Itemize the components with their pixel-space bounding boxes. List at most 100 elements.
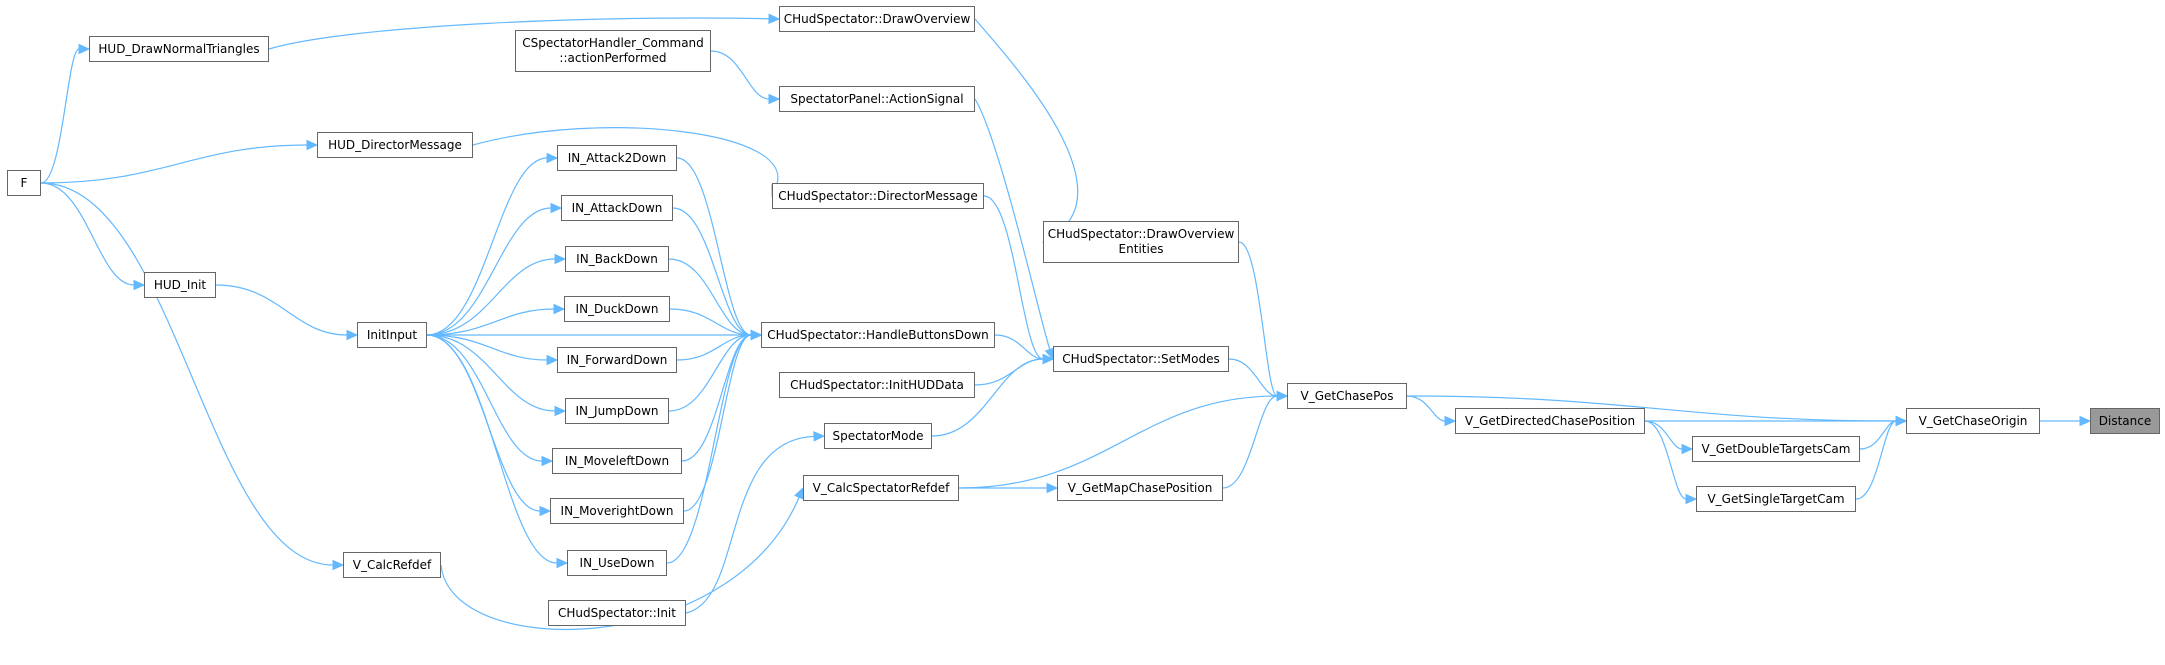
node-chudspectator-drawoverview[interactable]: CHudSpectator::DrawOverview	[779, 6, 975, 32]
node-hud-drawnormaltriangles[interactable]: HUD_DrawNormalTriangles	[89, 36, 269, 62]
edge-chudspectator-inithuddata-to-chudspectator-setmodes	[974, 358, 1044, 386]
edge-in-backdown-to-chudspectator-handlebuttonsdown	[668, 258, 752, 336]
node-label: InitInput	[366, 327, 418, 342]
node-label: CHudSpectator::DrawOverview	[783, 11, 971, 26]
node-label: CHudSpectator::DrawOverview	[1047, 227, 1235, 241]
edge-arrowhead	[1685, 493, 1698, 505]
node-label: IN_UseDown	[579, 555, 655, 570]
edge-in-attackdown-to-chudspectator-handlebuttonsdown	[672, 207, 752, 336]
node-label: V_CalcRefdef	[352, 557, 432, 572]
edge-chudspectator-setmodes-to-v-getchasepos	[1228, 358, 1278, 397]
node-v-calcrefdef[interactable]: V_CalcRefdef	[343, 552, 441, 578]
node-label: V_CalcSpectatorRefdef	[812, 480, 950, 495]
edge-initinput-to-in-attackdown	[426, 207, 552, 336]
edge-in-usedown-to-chudspectator-handlebuttonsdown	[666, 334, 752, 564]
node-v-getdirectedchaseposition[interactable]: V_GetDirectedChasePosition	[1455, 408, 1645, 434]
edge-initinput-to-in-jumpdown	[426, 334, 556, 412]
edge-in-forwarddown-to-chudspectator-handlebuttonsdown	[676, 334, 752, 361]
node-in-attackdown[interactable]: IN_AttackDown	[561, 195, 673, 221]
node-in-moveleftdown[interactable]: IN_MoveleftDown	[552, 448, 682, 474]
node-in-backdown[interactable]: IN_BackDown	[565, 246, 669, 272]
node-v-getsingletargetcam[interactable]: V_GetSingleTargetCam	[1696, 486, 1856, 512]
node-spectatorpanel-actionsignal[interactable]: SpectatorPanel::ActionSignal	[779, 86, 975, 112]
edge-arrowhead	[750, 329, 763, 341]
node-label: HUD_DrawNormalTriangles	[98, 41, 260, 56]
edge-arrowhead	[1046, 482, 1059, 494]
node-label: V_GetDirectedChasePosition	[1464, 413, 1636, 428]
node-label: IN_JumpDown	[575, 403, 659, 418]
edge-in-jumpdown-to-chudspectator-handlebuttonsdown	[668, 334, 752, 412]
edge-arrowhead	[553, 303, 566, 315]
node-label: V_GetDoubleTargetsCam	[1701, 441, 1851, 456]
edge-arrowhead	[550, 202, 563, 214]
edge-arrowhead	[332, 559, 345, 571]
node-chudspectator-directormessage[interactable]: CHudSpectator::DirectorMessage	[772, 183, 984, 209]
edge-initinput-to-in-attack2down	[426, 157, 548, 336]
node-hud-directormessage[interactable]: HUD_DirectorMessage	[317, 132, 473, 158]
edge-arrowhead	[546, 354, 559, 366]
node-in-jumpdown[interactable]: IN_JumpDown	[565, 398, 669, 424]
node-in-usedown[interactable]: IN_UseDown	[567, 550, 667, 576]
edge-arrowhead	[554, 253, 567, 265]
edge-arrowhead	[556, 557, 569, 569]
node-label: IN_MoveleftDown	[564, 453, 670, 468]
node-label: HUD_Init	[153, 277, 207, 292]
edge-arrowhead	[1681, 443, 1694, 455]
edge-arrowhead	[1895, 415, 1908, 427]
edge-in-attack2down-to-chudspectator-handlebuttonsdown	[676, 157, 752, 336]
edge-arrowhead	[1276, 390, 1289, 402]
edge-v-getmapchaseposition-to-v-getchasepos	[1222, 395, 1278, 489]
edge-f-to-hud-drawnormaltriangles	[40, 48, 80, 184]
node-label: F	[20, 175, 28, 190]
node-hud-init[interactable]: HUD_Init	[144, 272, 216, 298]
edge-v-getdirectedchaseposition-to-v-getdoubletargetscam	[1644, 420, 1683, 450]
node-initinput[interactable]: InitInput	[357, 322, 427, 348]
edge-arrowhead	[554, 405, 567, 417]
edge-initinput-to-in-moveleftdown	[426, 334, 543, 462]
node-f[interactable]: F	[7, 170, 41, 196]
edge-initinput-to-in-duckdown	[426, 308, 555, 336]
edge-initinput-to-in-usedown	[426, 334, 558, 564]
edge-f-to-hud-init	[40, 182, 135, 286]
node-in-forwarddown[interactable]: IN_ForwardDown	[557, 347, 677, 373]
node-in-duckdown[interactable]: IN_DuckDown	[564, 296, 670, 322]
edge-arrowhead	[2079, 415, 2092, 427]
node-label: CHudSpectator::HandleButtonsDown	[767, 327, 989, 342]
edge-arrowhead	[794, 486, 804, 500]
node-chudspectator-inithuddata[interactable]: CHudSpectator::InitHUDData	[779, 372, 975, 398]
node-label: IN_MoverightDown	[560, 503, 674, 518]
edge-arrowhead	[78, 43, 91, 55]
node-v-getmapchaseposition[interactable]: V_GetMapChasePosition	[1057, 475, 1223, 501]
node-v-getdoubletargetscam[interactable]: V_GetDoubleTargetsCam	[1692, 436, 1860, 462]
edge-f-to-v-calcrefdef	[40, 182, 334, 566]
node-chudspectator-handlebuttonsdown[interactable]: CHudSpectator::HandleButtonsDown	[761, 322, 995, 348]
node-v-getchaseorigin[interactable]: V_GetChaseOrigin	[1906, 408, 2040, 434]
node-spectatormode[interactable]: SpectatorMode	[824, 423, 932, 449]
edge-arrowhead	[813, 431, 826, 442]
node-label: IN_Attack2Down	[567, 150, 667, 165]
node-label: IN_ForwardDown	[566, 352, 668, 367]
node-label: IN_DuckDown	[575, 301, 659, 316]
edge-arrowhead	[1042, 353, 1055, 365]
node-chudspectator-init[interactable]: CHudSpectator::Init	[548, 600, 686, 626]
node-chudspectator-setmodes[interactable]: CHudSpectator::SetModes	[1053, 346, 1229, 372]
edge-v-calcspectatorrefdef-to-v-getchasepos	[958, 395, 1278, 489]
edge-spectatormode-to-chudspectator-setmodes	[931, 358, 1044, 437]
node-distance[interactable]: Distance	[2090, 408, 2160, 434]
edge-chudspectator-drawoverviewentities-to-v-getchasepos	[1238, 241, 1278, 397]
node-in-moverightdown[interactable]: IN_MoverightDown	[550, 498, 684, 524]
node-in-attack2down[interactable]: IN_Attack2Down	[557, 145, 677, 171]
edge-arrowhead	[133, 279, 146, 291]
edge-cspectatorhandler-actionperformed-to-spectatorpanel-actionsignal	[710, 50, 770, 100]
edge-v-getsingletargetcam-to-v-getchaseorigin	[1855, 420, 1897, 500]
node-label: SpectatorMode	[832, 428, 924, 443]
node-v-calcspectatorrefdef[interactable]: V_CalcSpectatorRefdef	[803, 475, 959, 501]
node-v-getchasepos[interactable]: V_GetChasePos	[1287, 383, 1407, 409]
edge-chudspectator-drawoverview-to-chudspectator-drawoverviewentities	[974, 18, 1079, 238]
node-label: CHudSpectator::SetModes	[1062, 351, 1220, 366]
edge-v-getchasepos-to-v-getdirectedchaseposition	[1406, 395, 1446, 422]
edge-v-getchasepos-to-v-getchaseorigin	[1406, 395, 1897, 422]
node-cspectatorhandler-actionperformed[interactable]: CSpectatorHandler_Command::actionPerform…	[515, 30, 711, 72]
